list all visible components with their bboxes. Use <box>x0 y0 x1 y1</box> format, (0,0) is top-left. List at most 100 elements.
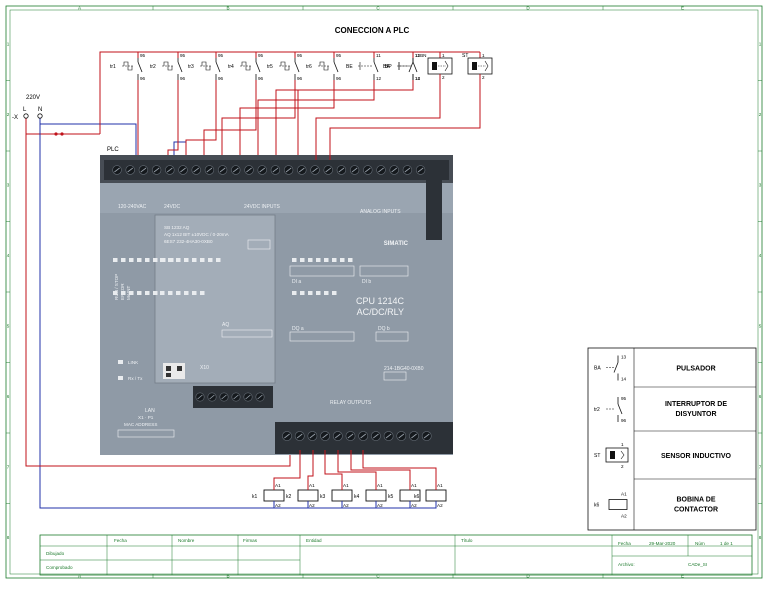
legend-name: CONTACTOR <box>674 507 718 514</box>
frame-row-label: 2 <box>7 112 10 117</box>
sensor-bottom-pin: 2 <box>482 75 485 80</box>
contact-top-pin: 95 <box>258 53 264 58</box>
tb-dibujado-label: Dibujado <box>46 551 65 556</box>
screw-slot <box>127 167 134 173</box>
coil-tag: k1 <box>252 494 258 500</box>
sensor-1: 12 <box>315 52 453 160</box>
status-led <box>160 291 165 295</box>
di-a-label: DI a <box>292 279 301 285</box>
thermal-element <box>319 61 329 71</box>
legend-symbol-tag: BA <box>594 366 601 372</box>
legend-sensor-core <box>610 451 615 459</box>
coil-a1-pin: A1 <box>411 483 417 488</box>
tb-comprobado-label: Comprobado <box>46 565 73 570</box>
title-block: Fecha Nombre Firmas Entidad Título Dibuj… <box>39 534 753 576</box>
contact-tag: tr4 <box>228 64 234 70</box>
aq-terminal-screws <box>195 392 265 402</box>
contact-bottom-pin: 96 <box>297 76 303 81</box>
screw-slot <box>404 167 411 173</box>
sensor-body <box>467 57 493 75</box>
legend-blade <box>617 403 623 415</box>
screw-slot <box>285 167 292 173</box>
contact-drop-wire <box>203 80 257 160</box>
coil-feed-wire <box>350 450 411 490</box>
screw-slot <box>296 433 303 439</box>
diagram-title: CONECCION A PLC <box>335 26 410 35</box>
relay-outputs-label: RELAY OUTPUTS <box>330 400 372 406</box>
contact-blade <box>412 61 418 73</box>
plc-supply-label: 120-240VAC <box>118 204 147 210</box>
sensor-core <box>472 62 477 70</box>
status-led <box>308 258 313 262</box>
contact-top-pin: 95 <box>140 53 146 58</box>
coil-tag: k2 <box>286 494 292 500</box>
title-block-border <box>39 534 753 576</box>
plc-dc-label: 24VDC <box>164 204 181 210</box>
sensor-top-pin: 1 <box>442 53 445 58</box>
status-led <box>176 258 181 262</box>
plc-inputs-label: 24VDC INPUTS <box>244 204 281 210</box>
status-led <box>113 258 118 262</box>
frame-row-label: 8 <box>759 535 762 540</box>
plc-label-strip <box>100 183 453 213</box>
status-led <box>308 291 313 295</box>
status-led <box>332 258 337 262</box>
contact-drop-wire <box>137 80 150 161</box>
contact-bottom-pin: 12 <box>415 76 421 81</box>
frame-col-label: A <box>78 6 82 11</box>
lan-label-0: LAN <box>145 408 155 414</box>
contact-blade <box>137 61 143 73</box>
screw-slot <box>140 167 147 173</box>
contact-drop-wire <box>239 80 335 160</box>
coil-tag: k4 <box>354 494 360 500</box>
contact-tag: tr1 <box>110 64 116 70</box>
cpu-type: AC/DC/RLY <box>357 307 404 317</box>
contact-blade <box>294 61 300 73</box>
contact-top-pin: 11 <box>376 53 381 58</box>
plc-led-rows <box>113 258 353 295</box>
screw-slot <box>347 433 354 439</box>
status-led <box>129 291 134 295</box>
screw-slot <box>166 167 173 173</box>
legend-pin-top: 13 <box>621 355 627 360</box>
screw-slot <box>197 394 203 400</box>
input-contacts: tr19596tr29596tr39596tr49596tr59596tr695… <box>110 52 427 161</box>
coil-a1-pin: A1 <box>437 483 443 488</box>
screw-slot <box>193 167 200 173</box>
screw-slot <box>246 167 252 173</box>
terminal-l <box>23 113 29 119</box>
coil-body <box>331 489 353 502</box>
legend-symbol-tag: tr2 <box>594 407 600 413</box>
legend-sensor-detector <box>620 450 625 460</box>
coil-body <box>365 489 387 502</box>
contact-bottom-pin: 96 <box>140 76 146 81</box>
coil-a2-pin: A2 <box>437 503 443 508</box>
plc-label: PLC <box>107 147 119 153</box>
sensor-drop-wire <box>315 74 441 160</box>
contact-tag: BP <box>385 64 392 70</box>
status-led <box>184 258 189 262</box>
contact-blade <box>333 61 339 73</box>
lan-label-2: MAC ADDRESS <box>124 422 157 427</box>
screw-slot <box>259 167 266 173</box>
contact-tag: tr2 <box>150 64 156 70</box>
legend-border <box>587 347 757 531</box>
cpu-model: CPU 1214C <box>356 296 405 306</box>
sensor-top-pin: 1 <box>482 53 485 58</box>
relay-terminal-screws <box>282 431 432 441</box>
status-led <box>348 258 353 262</box>
screw-slot <box>153 167 160 173</box>
status-led <box>153 258 158 262</box>
coil-body <box>263 489 285 502</box>
coil-feed-wire <box>324 450 343 490</box>
contact-top-pin: 95 <box>180 53 186 58</box>
module-text-1: AQ 1x12 BIT ±10VDC / 0-20mA <box>164 232 230 237</box>
thermal-element <box>280 61 290 71</box>
